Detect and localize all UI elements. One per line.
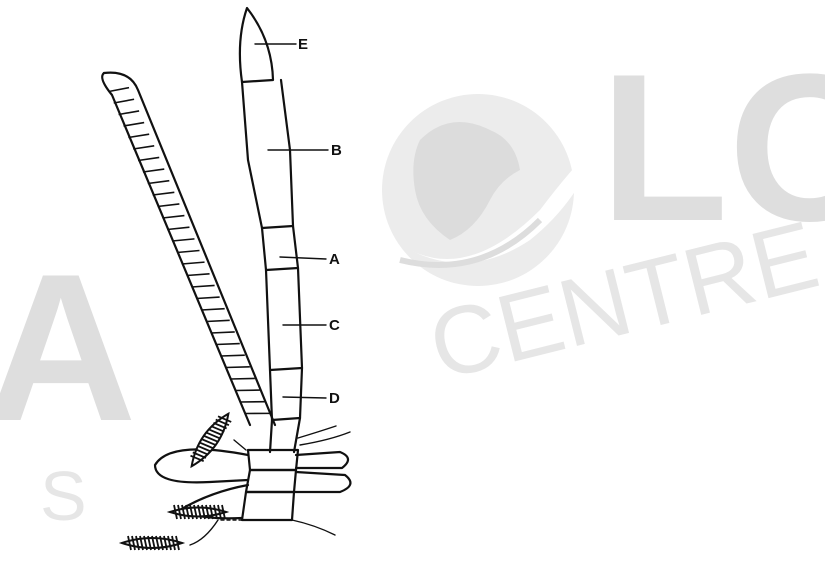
leaf-segment-line bbox=[216, 344, 240, 345]
label-D: D bbox=[329, 390, 340, 407]
leaf-segment-line bbox=[158, 204, 180, 207]
cone-lower bbox=[122, 536, 182, 550]
main-axis bbox=[240, 8, 302, 452]
leaf-segment-line bbox=[211, 332, 235, 333]
cone-middle bbox=[170, 505, 226, 519]
leaf-segment-line bbox=[231, 378, 255, 379]
watermark-s-letter: S bbox=[40, 457, 87, 535]
leaf-segment-line bbox=[192, 285, 215, 287]
leaf-segment-line bbox=[167, 227, 189, 229]
leaf-segment-line bbox=[123, 123, 144, 126]
watermark: LO A CENTRE S bbox=[0, 30, 825, 535]
leaf-segment-line bbox=[226, 367, 250, 368]
label-E: E bbox=[298, 36, 308, 53]
cone-upper-left bbox=[186, 409, 235, 470]
leaf-segment-line bbox=[221, 355, 245, 356]
leaf-segment-line bbox=[109, 88, 129, 92]
leader-line-D bbox=[283, 397, 326, 398]
leader-line-A bbox=[280, 257, 326, 259]
leaf-segment-line bbox=[196, 297, 219, 298]
leaf-segment-line bbox=[148, 181, 170, 184]
label-C: C bbox=[329, 317, 340, 334]
globe-logo-icon bbox=[382, 94, 600, 286]
label-B: B bbox=[331, 142, 342, 159]
leaf-segment-line bbox=[206, 320, 230, 321]
base-node bbox=[155, 426, 350, 545]
leaf-segment-line bbox=[162, 216, 184, 218]
leaf-segment-line bbox=[128, 134, 149, 137]
leaf-segment-line bbox=[114, 99, 134, 103]
leaf-segment-line bbox=[177, 251, 200, 253]
watermark-left-letter: A bbox=[0, 230, 137, 465]
leader-lines bbox=[255, 44, 328, 398]
leaf-segment-line bbox=[133, 146, 154, 149]
label-A: A bbox=[329, 251, 340, 268]
leaf-segment-line bbox=[187, 274, 210, 276]
leaf-segment-line bbox=[119, 111, 140, 115]
leaf-segment-line bbox=[172, 239, 194, 241]
leaf-segment-line bbox=[138, 157, 159, 160]
leaf-segment-line bbox=[153, 192, 175, 195]
leaf-segment-line bbox=[143, 169, 164, 172]
labels: E B A C D bbox=[298, 36, 342, 407]
leaf-segment-line bbox=[201, 309, 224, 310]
leaf-segment-line bbox=[182, 262, 205, 264]
